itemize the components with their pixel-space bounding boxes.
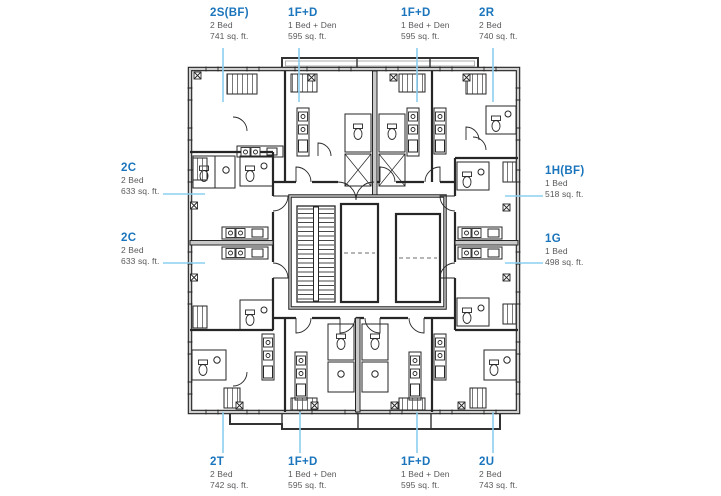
unit-area: 743 sq. ft. [479, 479, 518, 490]
unit-type: 1 Bed + Den [288, 469, 337, 479]
unit-code: 2C [121, 232, 137, 244]
unit-area: 518 sq. ft. [545, 188, 584, 199]
unit-area: 498 sq. ft. [545, 256, 584, 267]
unit-area: 741 sq. ft. [210, 30, 249, 41]
unit-label-1fd-bottom-left: 1F+D 1 Bed + Den 595 sq. ft. [288, 456, 337, 490]
unit-code: 1H(BF) [545, 165, 585, 177]
unit-type: 1 Bed + Den [401, 469, 450, 479]
unit-area: 633 sq. ft. [121, 255, 160, 266]
unit-area: 740 sq. ft. [479, 30, 518, 41]
unit-type: 1 Bed [545, 246, 568, 256]
unit-code: 1F+D [288, 456, 318, 468]
unit-label-2s-bf: 2S(BF) 2 Bed 741 sq. ft. [210, 7, 249, 41]
unit-code: 1G [545, 233, 561, 245]
unit-code: 1F+D [401, 7, 431, 19]
unit-code: 2T [210, 456, 225, 468]
unit-area: 595 sq. ft. [288, 479, 327, 490]
unit-code: 2S(BF) [210, 7, 249, 19]
unit-type: 2 Bed [121, 175, 144, 185]
unit-area: 633 sq. ft. [121, 185, 160, 196]
unit-code: 1F+D [401, 456, 431, 468]
unit-area: 595 sq. ft. [288, 30, 327, 41]
unit-label-1fd-top-left: 1F+D 1 Bed + Den 595 sq. ft. [288, 7, 337, 41]
unit-area: 595 sq. ft. [401, 30, 440, 41]
unit-label-2r: 2R 2 Bed 740 sq. ft. [479, 7, 517, 41]
unit-label-2c-upper: 2C 2 Bed 633 sq. ft. [121, 162, 159, 196]
unit-code: 2C [121, 162, 137, 174]
unit-type: 2 Bed [479, 20, 502, 30]
stairs [296, 205, 336, 303]
unit-code: 2R [479, 7, 495, 19]
unit-area: 595 sq. ft. [401, 479, 440, 490]
leader-lines [163, 48, 543, 453]
unit-label-2u: 2U 2 Bed 743 sq. ft. [479, 456, 517, 490]
unit-label-1fd-top-right: 1F+D 1 Bed + Den 595 sq. ft. [401, 7, 450, 41]
elevator-shaft-2 [394, 212, 442, 304]
balcony-strip-bottom [229, 414, 501, 430]
party-walls [189, 70, 519, 413]
unit-label-2c-lower: 2C 2 Bed 633 sq. ft. [121, 232, 159, 266]
unit-label-2t: 2T 2 Bed 742 sq. ft. [210, 456, 248, 490]
elevator-shaft-1 [339, 202, 380, 304]
unit-area: 742 sq. ft. [210, 479, 249, 490]
unit-label-1h-bf: 1H(BF) 1 Bed 518 sq. ft. [545, 165, 585, 199]
unit-type: 2 Bed [210, 20, 233, 30]
unit-label-1fd-bottom-right: 1F+D 1 Bed + Den 595 sq. ft. [401, 456, 450, 490]
unit-type: 2 Bed [210, 469, 233, 479]
unit-code: 1F+D [288, 7, 318, 19]
unit-type: 2 Bed [121, 245, 144, 255]
unit-code: 2U [479, 456, 495, 468]
balcony-strip-top [281, 57, 479, 70]
unit-type: 2 Bed [479, 469, 502, 479]
unit-type: 1 Bed + Den [288, 20, 337, 30]
core [288, 194, 447, 310]
unit-type: 1 Bed + Den [401, 20, 450, 30]
unit-type: 1 Bed [545, 178, 568, 188]
door-arcs [232, 116, 487, 387]
unit-label-1g: 1G 1 Bed 498 sq. ft. [545, 233, 583, 267]
